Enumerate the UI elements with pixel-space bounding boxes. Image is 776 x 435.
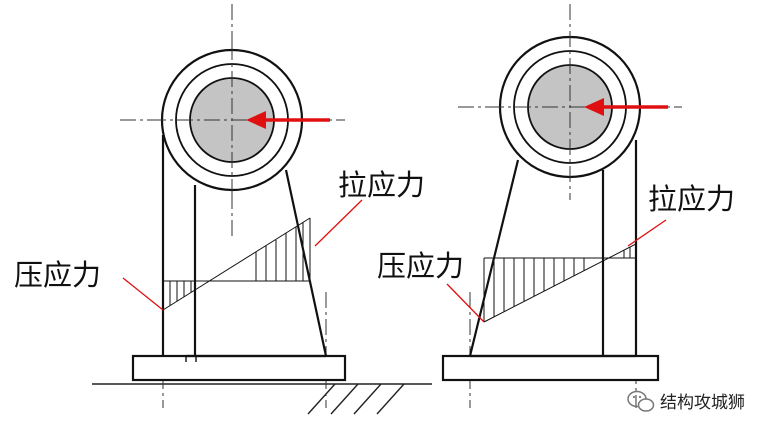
- ground-hatch: [307, 383, 405, 415]
- right-compression-leader: [446, 283, 485, 323]
- left-tension-leader: [314, 199, 363, 247]
- right-compression-label: 压应力: [377, 249, 464, 283]
- left-compression-label: 压应力: [14, 258, 101, 292]
- right-stress-distribution: [483, 243, 637, 323]
- wechat-icon: [627, 390, 655, 412]
- right-tension-leader: [627, 219, 667, 247]
- left-stress-distribution: [162, 217, 311, 311]
- left-body-outline: [161, 135, 328, 357]
- watermark: 结构攻城狮: [627, 390, 745, 413]
- right-tension-label: 拉应力: [648, 182, 735, 216]
- left-bracket: [120, 4, 363, 408]
- left-compression-leader: [122, 277, 164, 311]
- watermark-text: 结构攻城狮: [660, 393, 745, 413]
- right-base-plate: [441, 354, 660, 382]
- right-bracket: [441, 4, 682, 408]
- left-tension-label: 拉应力: [338, 168, 425, 202]
- ground: [92, 383, 432, 415]
- left-base-plate: [131, 354, 347, 382]
- left-force-arrow: [246, 111, 330, 129]
- right-force-arrow: [584, 98, 668, 116]
